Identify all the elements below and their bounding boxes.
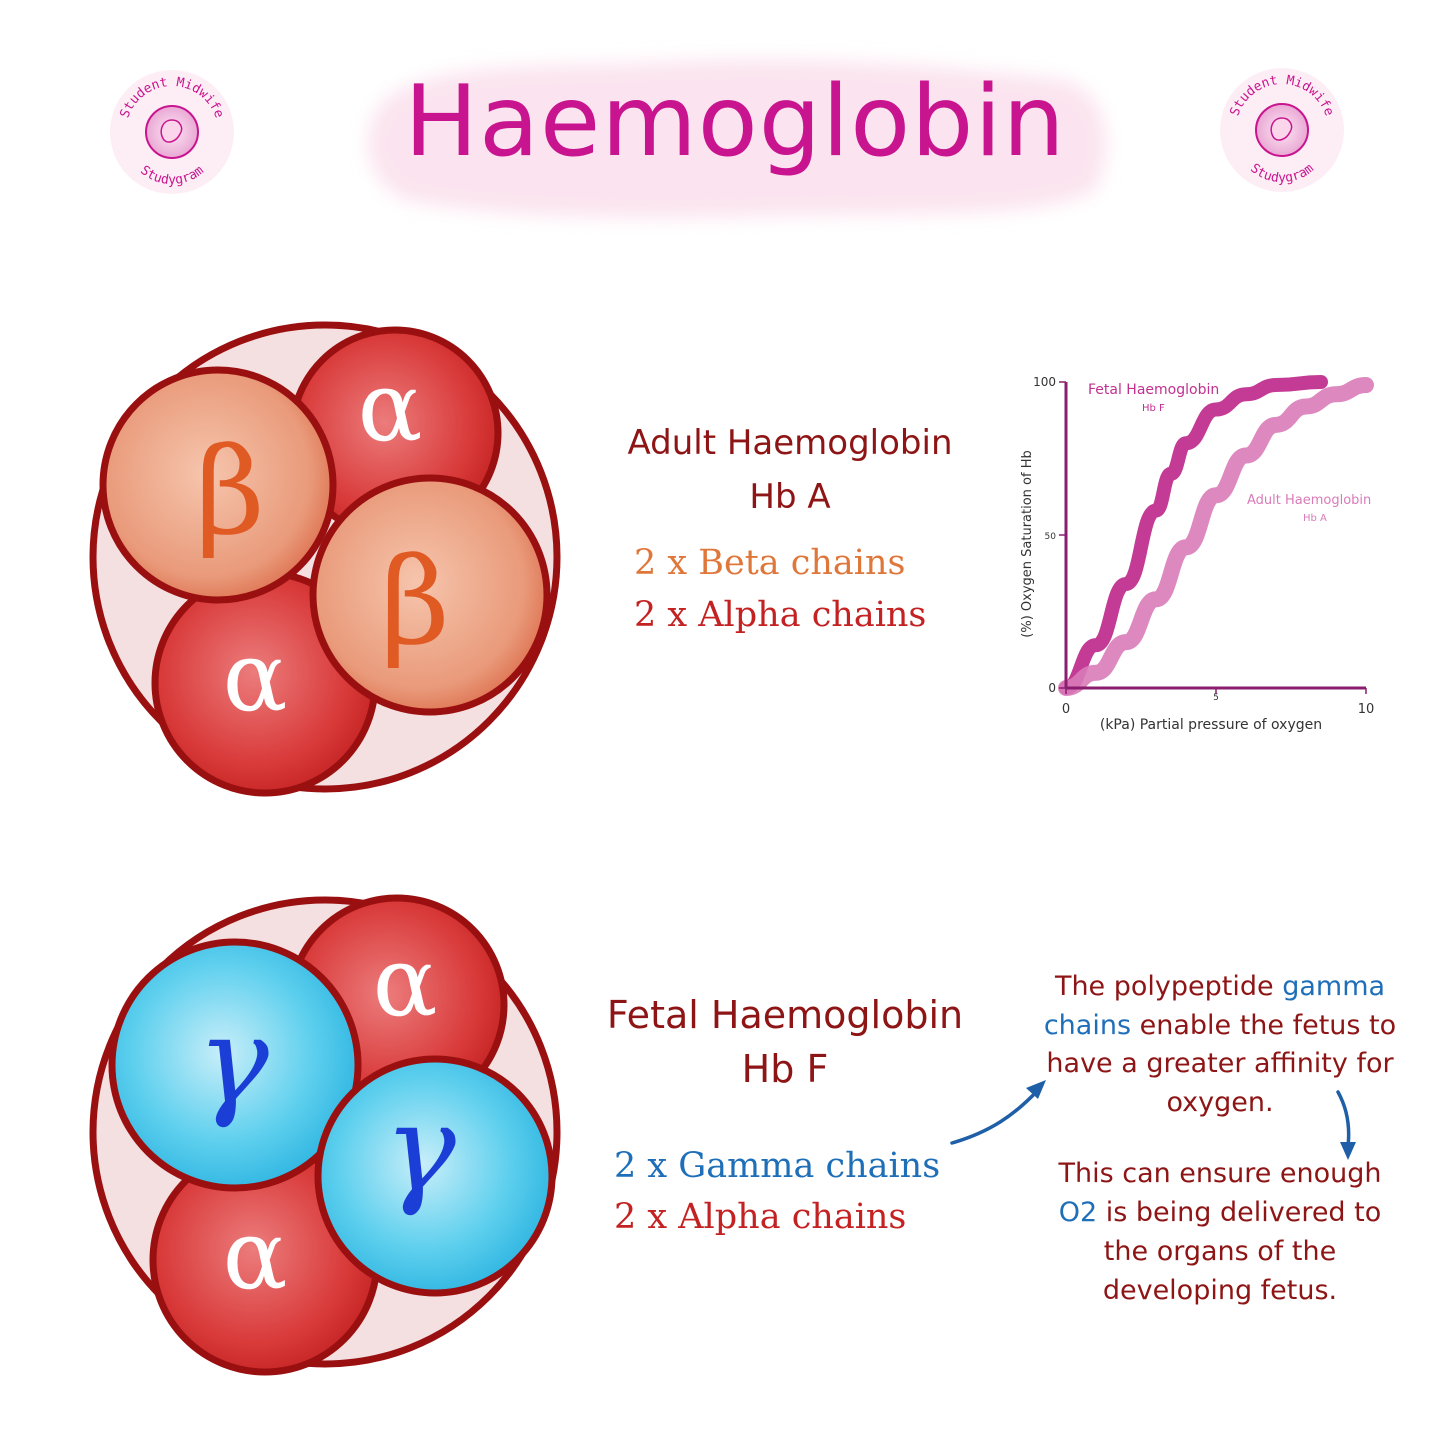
explanation-text: The polypeptide xyxy=(1054,971,1283,1002)
arrow-to-explanation xyxy=(950,1086,1042,1145)
alpha-symbol: α xyxy=(358,351,423,463)
title-watercolor-background xyxy=(367,59,1107,218)
explanation-text: This can ensure enough xyxy=(1058,1158,1382,1189)
explanation-oxygen-delivery: This can ensure enough O2 is being deliv… xyxy=(1040,1154,1400,1310)
legend-adult-name: Adult Haemoglobin xyxy=(1247,493,1371,508)
student-midwife-logo-left: Student Midwife Studygram xyxy=(110,70,234,194)
explanation-gamma-affinity: The polypeptide gamma chains enable the … xyxy=(1040,968,1400,1122)
chain-count: 2 x xyxy=(614,1146,668,1186)
adult-chain-beta: 2 x Beta chains xyxy=(634,540,905,586)
explanation-text: is being delivered to the organs of the … xyxy=(1097,1197,1382,1306)
chain-count: 2 x xyxy=(634,595,688,635)
fetus-icon xyxy=(1270,117,1293,141)
explanation-highlight-o2: O2 xyxy=(1058,1197,1098,1228)
gamma-symbol: γ xyxy=(384,1080,456,1219)
fetal-curve xyxy=(1059,375,1328,695)
beta-symbol: β xyxy=(380,533,449,672)
explanation-highlight-gamma: gamma chains xyxy=(1043,971,1386,1041)
y-tick-label: 0 xyxy=(1048,681,1056,695)
gamma-symbol: γ xyxy=(197,992,269,1131)
oxygen-dissociation-chart: 0 50 100 0 5 10 (%) Oxygen Saturation of Hb (… xyxy=(1020,375,1375,733)
fetal-chain-gamma: 2 x Gamma chains xyxy=(614,1143,940,1189)
fetal-haemoglobin-molecule: α α γ γ xyxy=(89,894,561,1376)
x-tick-label: 5 xyxy=(1213,693,1219,703)
beta-subunit xyxy=(99,366,337,604)
x-tick-label: 10 xyxy=(1358,702,1375,717)
y-tick-label: 50 xyxy=(1045,532,1057,542)
legend-fetal-name: Fetal Haemoglobin xyxy=(1088,382,1219,398)
legend-fetal-sublabel: Hb F xyxy=(1142,403,1165,414)
chain-name: Gamma chains xyxy=(678,1146,941,1186)
adult-haemoglobin-molecule: α α β β xyxy=(89,321,561,797)
adult-haemoglobin-title: Adult Haemoglobin xyxy=(627,423,953,463)
beta-subunit xyxy=(309,474,551,716)
chain-name: Beta chains xyxy=(698,543,906,583)
x-axis-label: (kPa) Partial pressure of oxygen xyxy=(1100,717,1322,733)
alpha-symbol: α xyxy=(223,621,288,733)
adult-haemoglobin-subtitle: Hb A xyxy=(749,477,831,517)
y-tick-label: 100 xyxy=(1033,375,1056,389)
beta-symbol: β xyxy=(195,423,264,562)
chain-count: 2 x xyxy=(634,543,688,583)
y-axis-label: (%) Oxygen Saturation of Hb xyxy=(1020,450,1035,637)
title-wash-shape xyxy=(367,59,1107,218)
gamma-subunit xyxy=(108,938,362,1192)
alpha-symbol: α xyxy=(223,1199,288,1311)
page-title: Haemoglobin xyxy=(404,65,1066,179)
chain-name: Alpha chains xyxy=(698,595,927,635)
fetal-haemoglobin-subtitle: Hb F xyxy=(741,1047,829,1091)
gamma-subunit xyxy=(314,1055,556,1297)
fetus-icon xyxy=(160,119,183,143)
chain-name: Alpha chains xyxy=(678,1197,907,1237)
legend-adult-sublabel: Hb A xyxy=(1303,513,1327,524)
chain-count: 2 x xyxy=(614,1197,668,1237)
x-tick-label: 0 xyxy=(1062,702,1070,717)
adult-chain-alpha: 2 x Alpha chains xyxy=(634,592,926,638)
fetal-haemoglobin-title: Fetal Haemoglobin xyxy=(606,993,964,1037)
fetal-chain-alpha: 2 x Alpha chains xyxy=(614,1194,906,1240)
alpha-symbol: α xyxy=(373,926,438,1038)
explanation-text: enable the fetus to have a greater affin… xyxy=(1046,1009,1397,1118)
adult-curve xyxy=(1058,377,1374,696)
student-midwife-logo-right: Student Midwife Studygram xyxy=(1220,68,1344,192)
